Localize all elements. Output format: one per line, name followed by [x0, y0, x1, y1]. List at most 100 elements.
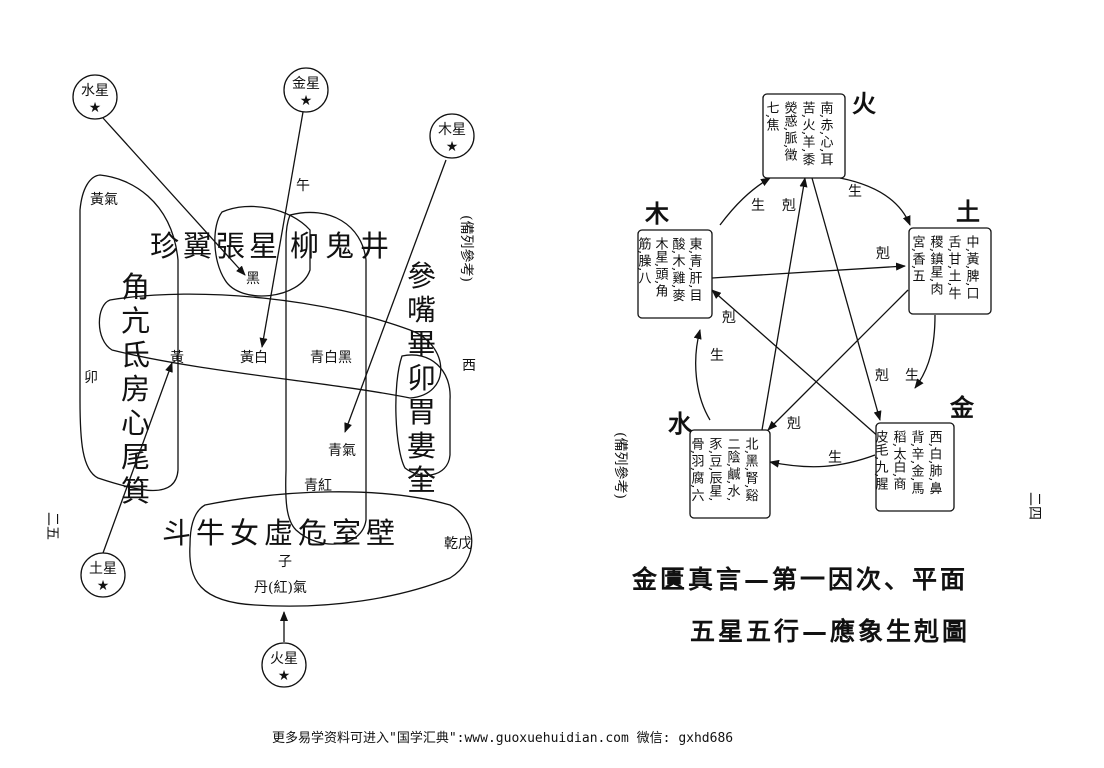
attr-column: 稷,鎮星,肉: [928, 234, 944, 295]
planet-fire: 火星 ★: [261, 642, 307, 688]
label-mao: 卯: [84, 370, 98, 386]
mansion: 星: [249, 229, 278, 263]
arc-metal-water: [769, 454, 876, 468]
attr-column: 南,赤,心,耳: [818, 100, 834, 165]
mansion: 柳: [290, 229, 319, 263]
label-zi: 子: [278, 554, 292, 570]
label-qing-bai-hei: 青白黑: [310, 350, 352, 366]
mansion: 牛: [196, 516, 225, 550]
mansion: 房: [121, 372, 150, 406]
attr-column: 木星,頭,角: [653, 237, 669, 299]
mansions-west: 參 嘴 畢 卯 胃 婁 奎: [407, 259, 436, 497]
planet-circle: [429, 113, 475, 159]
mansion: 卯: [407, 361, 436, 395]
ke-star: [711, 177, 909, 439]
attr-column: 宮,香,五: [910, 234, 926, 282]
mansions-north: 斗 牛 女 虛 危 室 壁: [162, 516, 395, 550]
mansion: 胃: [407, 395, 436, 429]
sheng-label: 生: [848, 184, 862, 200]
attr-column: 骨,羽,腐,六: [689, 437, 705, 502]
arc-wood-fire: [719, 177, 771, 226]
element-metal: 金 西,白,肺,鼻 背,辛,金,馬 稻,太白,商 皮毛,九,腥: [873, 393, 975, 512]
ke-label: 剋: [875, 368, 889, 384]
mansion: 尾: [121, 440, 150, 474]
element-name: 火: [852, 89, 876, 118]
huang-band-outline: [98, 293, 442, 399]
west-outline: [395, 354, 451, 476]
planet-wood: 木星 ★: [429, 113, 475, 159]
metal-arrow: [259, 111, 304, 348]
label-huang-bai: 黃白: [240, 350, 268, 366]
planet-name: 火星: [270, 651, 298, 667]
attr-column: 苦,火,羊,黍: [800, 100, 816, 165]
title-line-2: 五星五行—應象生剋圖: [690, 617, 970, 646]
arc-earth-metal: [914, 314, 936, 389]
attr-column: 東,青,肝,目: [687, 236, 703, 301]
north-outline: [189, 491, 473, 607]
ke-wood-earth: [711, 262, 906, 279]
label-huang: 黃: [170, 350, 184, 366]
page-number: 二四: [1026, 492, 1042, 520]
side-note: (備列參考): [458, 215, 474, 282]
mansion: 壁: [366, 516, 395, 550]
mansion: 角: [121, 270, 150, 304]
mansion: 井: [360, 229, 389, 263]
element-fire: 火 南,赤,心,耳 苦,火,羊,黍 熒惑,脈,徵 七,焦: [762, 89, 876, 179]
sheng-label: 生: [751, 198, 765, 214]
label-yellow-qi: 黃氣: [90, 192, 118, 208]
mansion-outlines: [79, 174, 473, 607]
planet-name: 金星: [292, 76, 320, 92]
south-outline: [214, 205, 311, 297]
relation-labels: 生 生 剋 剋 剋 生 剋 生 剋 生: [710, 184, 919, 466]
label-dan-hong-qi: 丹(紅)氣: [254, 580, 307, 596]
sheng-cycle: [693, 177, 936, 468]
ke-label: 剋: [876, 246, 890, 262]
label-wu: 午: [296, 178, 310, 194]
mansion: 鬼: [325, 229, 354, 263]
planet-circle: [261, 642, 307, 688]
star-icon: ★: [300, 93, 313, 109]
sheng-label: 生: [710, 348, 724, 364]
attr-column: 皮毛,九,腥: [873, 430, 889, 491]
ke-metal-wood: [711, 289, 881, 439]
mansion: 箕: [121, 474, 150, 508]
mansions-east: 角 亢 氐 房 心 尾 箕: [121, 270, 150, 508]
attr-column: 背,辛,金,馬: [909, 430, 925, 495]
wood-arrow: [344, 159, 447, 433]
planet-name: 水星: [81, 83, 109, 99]
attr-column: 西,白,肺,鼻: [927, 430, 943, 496]
planet-circle: [72, 74, 118, 120]
star-icon: ★: [97, 578, 110, 594]
attr-column: 中,黃,脾,口: [964, 235, 980, 300]
center-column-outline: [285, 211, 367, 545]
mansion: 參: [407, 259, 436, 293]
left-diagram: 水星 ★ 金星 ★ 木星 ★ 土星 ★ 火星 ★ 珍 翼 張 星: [44, 67, 476, 688]
mansion: 婁: [407, 429, 436, 463]
element-wood: 木 東,青,肝,目 酸,木,雞,麥 木星,頭,角 筋,臊,八: [636, 199, 713, 319]
label-hei: 黑: [246, 271, 260, 287]
planet-circle: [283, 67, 329, 113]
attr-column: 北,黑,腎,谿: [743, 437, 759, 502]
mansion: 畢: [407, 327, 436, 361]
star-icon: ★: [89, 100, 102, 116]
mansion: 女: [230, 516, 259, 550]
label-qing-qi: 青氣: [328, 443, 356, 459]
label-qing-hong: 青紅: [304, 478, 332, 494]
right-diagram: 生 生 剋 剋 剋 生 剋 生 剋 生 火 南,赤,心,耳 苦,火,羊,黍 熒惑…: [612, 89, 1042, 646]
star-icon: ★: [446, 139, 459, 155]
attr-column: 舌,甘,土,牛: [946, 235, 962, 300]
mansion: 嘴: [407, 293, 436, 327]
attr-column: 豕,豆,辰星,: [707, 437, 723, 501]
ke-label: 剋: [722, 310, 736, 326]
ke-water-fire: [761, 177, 808, 431]
water-arrow: [102, 117, 246, 276]
sheng-label: 生: [905, 368, 919, 384]
ke-fire-metal: [811, 177, 882, 421]
arc-fire-earth: [839, 177, 911, 226]
mansion: 氐: [121, 338, 150, 372]
element-earth: 土 中,黃,脾,口 舌,甘,土,牛 稷,鎮星,肉 宮,香,五: [908, 197, 992, 315]
mansion: 奎: [407, 463, 436, 497]
element-box: [637, 229, 713, 319]
label-xi: 西: [462, 358, 476, 374]
